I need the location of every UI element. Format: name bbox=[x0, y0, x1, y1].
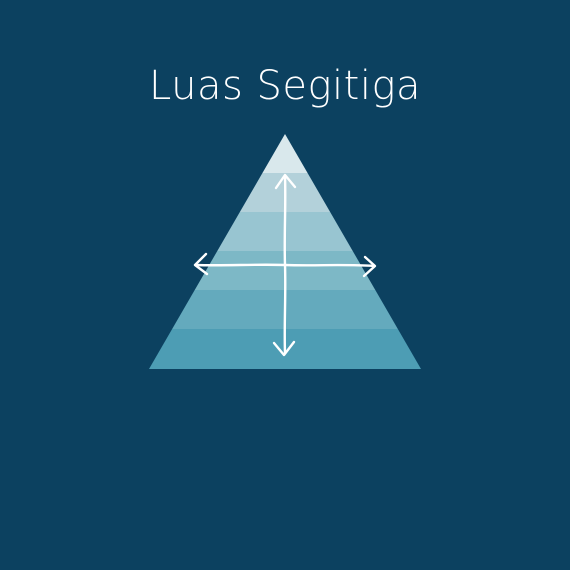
cross-arrows bbox=[193, 173, 377, 357]
horizontal-axis-line bbox=[194, 263, 376, 268]
arrow-down-icon bbox=[272, 340, 296, 357]
arrow-right-icon bbox=[362, 255, 377, 278]
triangle-bands bbox=[149, 134, 421, 369]
page-title: Luas Segitiga bbox=[149, 63, 421, 109]
arrow-left-icon bbox=[193, 252, 209, 276]
triangle-band-1 bbox=[262, 134, 308, 173]
arrow-up-icon bbox=[274, 173, 297, 190]
